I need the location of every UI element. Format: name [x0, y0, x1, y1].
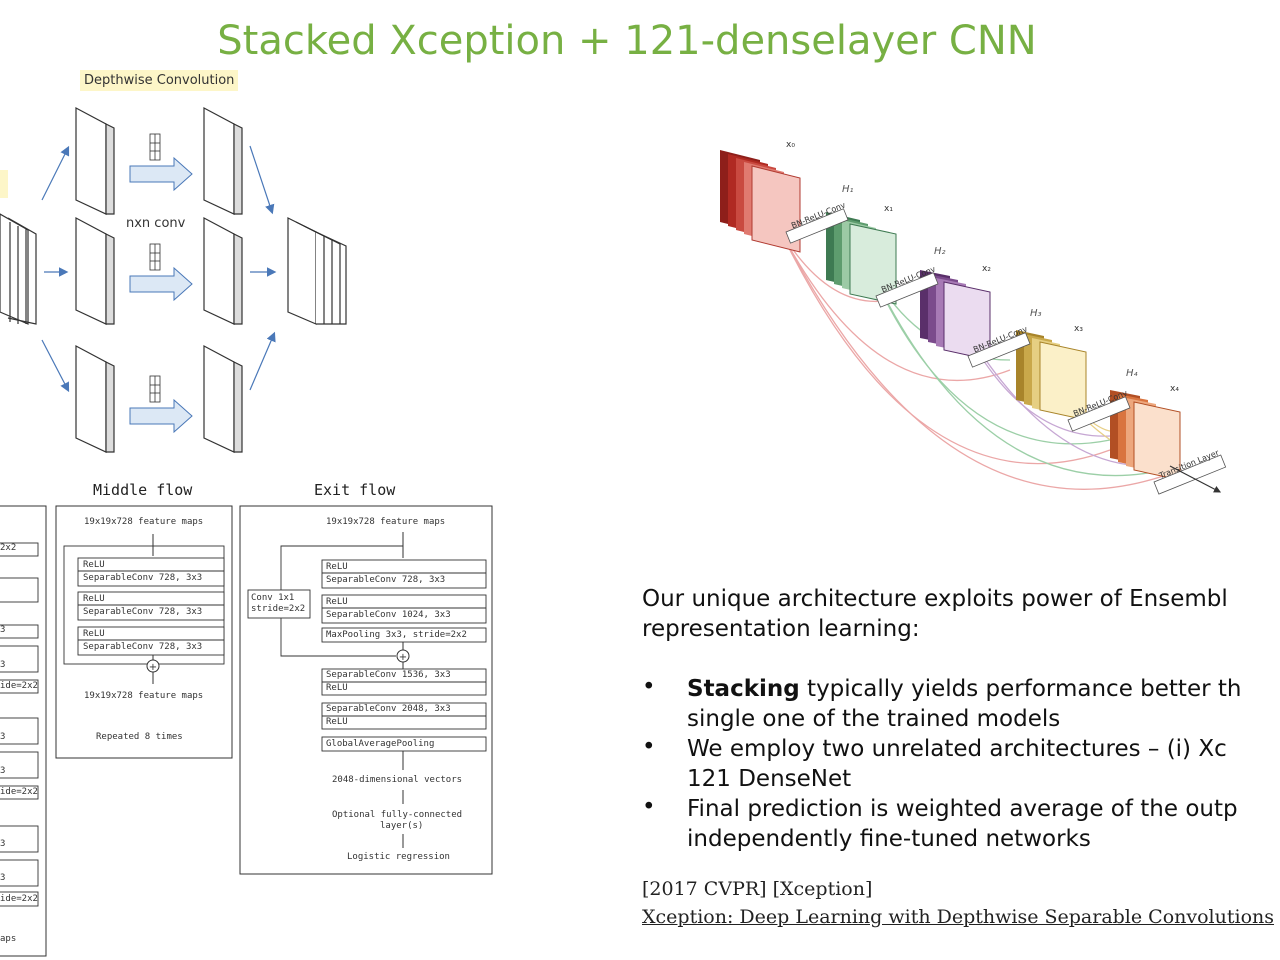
entry-text: 3 — [0, 873, 6, 883]
densenet-h-label: H₃ — [1030, 308, 1042, 319]
exit-block: MaxPooling 3x3, stride=2x2 — [326, 630, 467, 640]
bullet-line: single one of the trained models — [687, 706, 1061, 732]
middle-block: SeparableConv 728, 3x3 — [83, 607, 203, 617]
depthwise-figure — [0, 107, 347, 453]
entry-text: 3 — [0, 766, 6, 776]
middle-block: ReLU — [83, 560, 105, 570]
slab-row-bottom — [75, 345, 243, 453]
reference-title-link[interactable]: Xception: Deep Learning with Depthwise S… — [642, 906, 1275, 928]
entry-text: 3 — [0, 732, 6, 742]
exit-opt-text: layer(s) — [380, 821, 424, 831]
middle-top-text: 19x19x728 feature maps — [84, 517, 204, 527]
middle-block: SeparableConv 728, 3x3 — [83, 642, 203, 652]
densenet-h-label: H₂ — [934, 246, 946, 257]
exit-block: SeparableConv 2048, 3x3 — [326, 704, 451, 714]
dense-block-h4 — [1110, 390, 1181, 481]
intro-text: Our unique architecture exploits power o… — [642, 584, 1228, 644]
exit-block: GlobalAveragePooling — [326, 739, 435, 749]
slab-row-top — [75, 107, 243, 215]
densenet-x-label: x₁ — [884, 204, 893, 214]
bullet-line: Final prediction is weighted average of … — [687, 796, 1238, 822]
entry-text: ide=2x2 — [0, 894, 38, 904]
entry-text: ide=2x2 — [0, 787, 38, 797]
middle-bottom-text: 19x19x728 feature maps — [84, 691, 204, 701]
bullet-line: 121 DenseNet — [687, 766, 852, 792]
depthwise-label: Depthwise Convolution — [80, 70, 239, 91]
exit-block: ReLU — [326, 717, 348, 727]
entry-text: 2x2 — [0, 543, 17, 553]
svg-text:+: + — [399, 652, 407, 663]
middle-flow-box: + — [55, 505, 233, 759]
exit-block: ReLU — [326, 683, 348, 693]
entry-text: 3 — [0, 839, 6, 849]
output-stack — [287, 217, 347, 325]
middle-flow-title: Middle flow — [93, 481, 193, 499]
middle-block: SeparableConv 728, 3x3 — [83, 573, 203, 583]
densenet-h-label: H₁ — [842, 184, 854, 195]
svg-text:+: + — [149, 662, 157, 673]
intro-line: representation learning: — [642, 616, 920, 642]
exit-logistic-text: Logistic regression — [347, 852, 450, 862]
bullet-dot: • — [642, 794, 656, 820]
densenet-x-label: x₃ — [1074, 324, 1083, 334]
exit-block: SeparableConv 1024, 3x3 — [326, 610, 451, 620]
middle-repeat-text: Repeated 8 times — [96, 732, 183, 742]
densenet-figure — [720, 150, 1227, 495]
entry-text: 3 — [0, 625, 6, 635]
bullet-item: Stacking typically yields performance be… — [687, 674, 1241, 704]
exit-block: ReLU — [326, 597, 348, 607]
exit-side-text: Conv 1x1 — [251, 593, 295, 603]
exit-flow-title: Exit flow — [314, 481, 396, 499]
middle-block: ReLU — [83, 594, 105, 604]
exit-flow-box: + — [239, 505, 493, 875]
intro-line: Our unique architecture exploits power o… — [642, 586, 1228, 612]
densenet-x-label: x₄ — [1170, 384, 1179, 394]
entry-flow-partial — [0, 505, 47, 957]
exit-opt-text: Optional fully-connected — [332, 810, 463, 820]
entry-text: 3 — [0, 660, 6, 670]
exit-side-text: stride=2x2 — [251, 604, 306, 614]
dense-block-h1 — [826, 212, 897, 305]
middle-block: ReLU — [83, 629, 105, 639]
densenet-x-label: x₂ — [982, 264, 991, 274]
bullet-bold: Stacking — [687, 676, 800, 702]
entry-text: ide=2x2 — [0, 681, 38, 691]
bullet-dot: • — [642, 734, 656, 760]
dense-block-input — [720, 150, 801, 253]
reference-venue: [2017 CVPR] [Xception] — [642, 878, 873, 900]
exit-block: ReLU — [326, 562, 348, 572]
dense-block-h3 — [1016, 330, 1087, 421]
bullet-line: typically yields performance better th — [799, 676, 1242, 702]
slide-title: Stacked Xception + 121-denselayer CNN — [217, 18, 1037, 64]
nxn-conv-label: nxn conv — [126, 216, 186, 231]
exit-top-text: 19x19x728 feature maps — [326, 517, 446, 527]
exit-block: SeparableConv 1536, 3x3 — [326, 670, 451, 680]
bullet-line: independently fine-tuned networks — [687, 826, 1091, 852]
densenet-h-label: H₄ — [1126, 368, 1138, 379]
exit-vec-text: 2048-dimensional vectors — [332, 775, 463, 785]
exit-block: SeparableConv 728, 3x3 — [326, 575, 446, 585]
entry-text: aps — [0, 934, 17, 944]
input-stack — [0, 213, 37, 325]
kernel-icons — [149, 133, 161, 403]
bullet-line: We employ two unrelated architectures – … — [687, 736, 1227, 762]
slab-row-mid — [75, 217, 243, 325]
block-arrows — [129, 156, 193, 434]
bullet-dot: • — [642, 674, 656, 700]
densenet-x-label: x₀ — [786, 140, 795, 150]
highlight-fragment — [0, 170, 8, 198]
